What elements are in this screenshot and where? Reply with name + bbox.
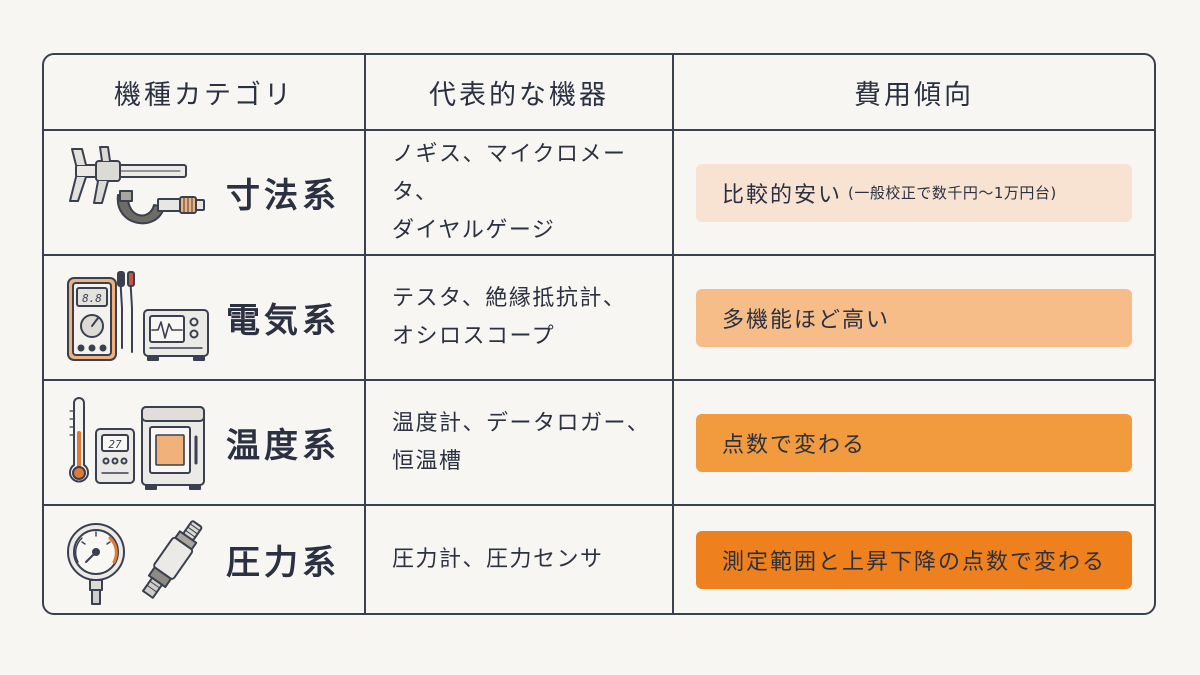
- devices-cell-pressure: 圧力計、圧力センサ: [366, 506, 674, 613]
- category-cell-temperature: 27 温度系: [44, 381, 366, 506]
- thermometer-datalogger-chamber-icon: 27: [69, 396, 205, 490]
- header-cost: 費用傾向: [674, 55, 1154, 131]
- category-label: 温度系: [226, 426, 340, 466]
- header-devices: 代表的な機器: [366, 55, 674, 131]
- pressure-gauge-sensor-icon: [67, 519, 203, 605]
- category-label: 寸法系: [226, 176, 340, 216]
- cost-badge: 点数で変わる: [696, 413, 1132, 472]
- header-category: 機種カテゴリ: [44, 55, 366, 131]
- multimeter-oscilloscope-icon: 8.8: [67, 270, 209, 361]
- cost-main: 点数で変わる: [722, 432, 867, 458]
- category-cell-electrical: 8.8 電気系: [44, 256, 366, 381]
- cost-cell-dimensional: 比較的安い (一般校正で数千円～1万円台): [674, 131, 1154, 256]
- devices-cell-electrical: テスタ、絶縁抵抗計、 オシロスコープ: [366, 256, 674, 381]
- category-cell-pressure: 圧力系: [44, 506, 366, 613]
- device-line: オシロスコープ: [392, 323, 556, 349]
- meter-reading: 27: [108, 438, 122, 451]
- cost-main: 多機能ほど高い: [722, 307, 891, 333]
- device-line: ノギス、マイクロメータ、: [392, 141, 627, 205]
- cost-main: 測定範囲と上昇下降の点数で変わる: [722, 549, 1107, 575]
- cost-main: 比較的安い: [722, 182, 843, 208]
- device-line: 圧力計、圧力センサ: [392, 546, 604, 572]
- category-label: 電気系: [226, 301, 340, 341]
- header-devices-label: 代表的な機器: [429, 79, 609, 111]
- header-category-label: 機種カテゴリ: [114, 79, 294, 111]
- category-cell-dimensional: 寸法系: [44, 131, 366, 256]
- device-line: ダイヤルゲージ: [392, 217, 556, 243]
- device-line: テスタ、絶縁抵抗計、: [392, 285, 627, 311]
- cost-cell-pressure: 測定範囲と上昇下降の点数で変わる: [674, 506, 1154, 613]
- header-cost-label: 費用傾向: [854, 79, 974, 111]
- caliper-micrometer-icon: [69, 145, 205, 224]
- cost-badge: 比較的安い (一般校正で数千円～1万円台): [696, 163, 1132, 222]
- device-line: 温度計、データロガー、: [392, 410, 651, 436]
- devices-cell-temperature: 温度計、データロガー、 恒温槽: [366, 381, 674, 506]
- device-line: 恒温槽: [392, 448, 463, 474]
- cost-cell-electrical: 多機能ほど高い: [674, 256, 1154, 381]
- category-label: 圧力系: [226, 543, 340, 583]
- devices-cell-dimensional: ノギス、マイクロメータ、 ダイヤルゲージ: [366, 131, 674, 256]
- category-cost-table: 機種カテゴリ 代表的な機器 費用傾向: [42, 53, 1156, 615]
- cost-cell-temperature: 点数で変わる: [674, 381, 1154, 506]
- cost-badge: 測定範囲と上昇下降の点数で変わる: [696, 530, 1132, 589]
- cost-note: (一般校正で数千円～1万円台): [848, 184, 1057, 202]
- cost-badge: 多機能ほど高い: [696, 288, 1132, 347]
- meter-reading: 8.8: [82, 292, 102, 305]
